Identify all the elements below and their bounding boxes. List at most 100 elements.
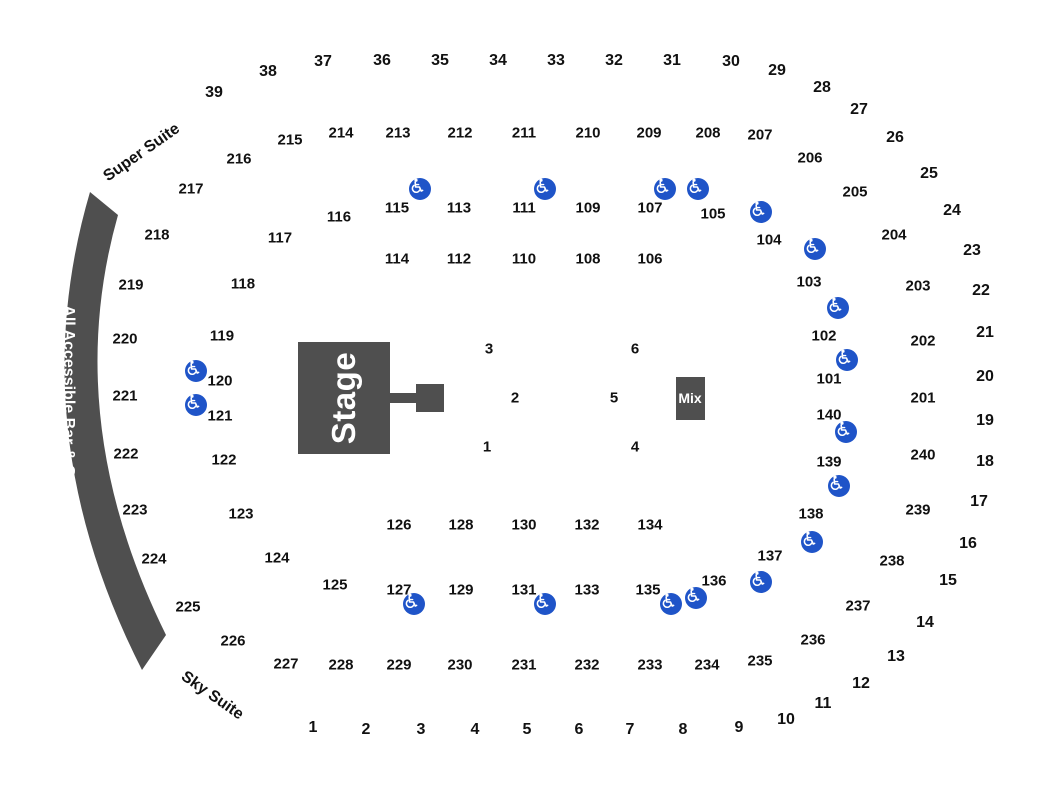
mid-section-217[interactable]: 217 <box>178 180 204 198</box>
upper-section-30[interactable]: 30 <box>722 53 740 70</box>
upper-section-28[interactable]: 28 <box>813 79 831 96</box>
lower-section-112[interactable]: 112 <box>446 250 472 268</box>
mid-section-201[interactable]: 201 <box>910 389 936 407</box>
lower-section-138[interactable]: 138 <box>798 505 824 523</box>
lower-section-120[interactable]: 120 <box>207 372 233 390</box>
lower-section-104[interactable]: 104 <box>756 231 782 249</box>
lower-section-105[interactable]: 105 <box>700 205 726 223</box>
mid-section-223[interactable]: 223 <box>122 501 148 519</box>
mid-section-232[interactable]: 232 <box>574 656 600 674</box>
upper-section-9[interactable]: 9 <box>734 719 744 736</box>
mid-section-211[interactable]: 211 <box>511 124 537 142</box>
lower-section-106[interactable]: 106 <box>637 250 663 268</box>
lower-section-116[interactable]: 116 <box>326 208 352 226</box>
upper-section-32[interactable]: 32 <box>605 52 623 69</box>
lower-section-136[interactable]: 136 <box>701 572 727 590</box>
mid-section-204[interactable]: 204 <box>881 226 907 244</box>
lower-section-128[interactable]: 128 <box>448 516 474 534</box>
mid-section-229[interactable]: 229 <box>386 656 412 674</box>
mid-section-237[interactable]: 237 <box>845 597 871 615</box>
upper-section-14[interactable]: 14 <box>916 614 934 631</box>
upper-section-23[interactable]: 23 <box>963 242 981 259</box>
upper-section-27[interactable]: 27 <box>850 101 868 118</box>
mid-section-227[interactable]: 227 <box>273 655 299 673</box>
upper-section-34[interactable]: 34 <box>489 52 507 69</box>
lower-section-127[interactable]: 127 <box>386 581 412 599</box>
mid-section-220[interactable]: 220 <box>112 330 138 348</box>
lower-section-115[interactable]: 115 <box>384 199 410 217</box>
upper-section-16[interactable]: 16 <box>959 535 977 552</box>
lower-section-101[interactable]: 101 <box>816 370 842 388</box>
upper-section-19[interactable]: 19 <box>976 412 994 429</box>
mid-section-209[interactable]: 209 <box>636 124 662 142</box>
mid-section-215[interactable]: 215 <box>277 131 303 149</box>
mid-section-210[interactable]: 210 <box>575 124 601 142</box>
lower-section-134[interactable]: 134 <box>637 516 663 534</box>
lower-section-122[interactable]: 122 <box>211 451 237 469</box>
lower-section-125[interactable]: 125 <box>322 576 348 594</box>
lower-section-114[interactable]: 114 <box>384 250 410 268</box>
lower-section-140[interactable]: 140 <box>816 406 842 424</box>
upper-section-4[interactable]: 4 <box>470 721 480 738</box>
lower-section-137[interactable]: 137 <box>757 547 783 565</box>
floor-section-5[interactable]: 5 <box>609 389 619 407</box>
lower-section-124[interactable]: 124 <box>264 549 290 567</box>
floor-section-6[interactable]: 6 <box>630 340 640 358</box>
lower-section-118[interactable]: 118 <box>230 275 256 293</box>
lower-section-129[interactable]: 129 <box>448 581 474 599</box>
lower-section-108[interactable]: 108 <box>575 250 601 268</box>
mid-section-236[interactable]: 236 <box>800 631 826 649</box>
mid-section-228[interactable]: 228 <box>328 656 354 674</box>
upper-section-29[interactable]: 29 <box>768 62 786 79</box>
upper-section-10[interactable]: 10 <box>777 711 795 728</box>
mid-section-226[interactable]: 226 <box>220 632 246 650</box>
lower-section-139[interactable]: 139 <box>816 453 842 471</box>
lower-section-123[interactable]: 123 <box>228 505 254 523</box>
upper-section-11[interactable]: 11 <box>814 695 832 712</box>
upper-section-3[interactable]: 3 <box>416 721 426 738</box>
upper-section-22[interactable]: 22 <box>972 282 990 299</box>
lower-section-126[interactable]: 126 <box>386 516 412 534</box>
lower-section-103[interactable]: 103 <box>796 273 822 291</box>
mid-section-240[interactable]: 240 <box>910 446 936 464</box>
upper-section-18[interactable]: 18 <box>976 453 994 470</box>
mid-section-222[interactable]: 222 <box>113 445 139 463</box>
floor-section-3[interactable]: 3 <box>484 340 494 358</box>
upper-section-7[interactable]: 7 <box>625 721 635 738</box>
upper-section-17[interactable]: 17 <box>970 493 988 510</box>
upper-section-35[interactable]: 35 <box>431 52 449 69</box>
upper-section-2[interactable]: 2 <box>361 721 371 738</box>
mid-section-202[interactable]: 202 <box>910 332 936 350</box>
lower-section-110[interactable]: 110 <box>511 250 537 268</box>
upper-section-20[interactable]: 20 <box>976 368 994 385</box>
mid-section-230[interactable]: 230 <box>447 656 473 674</box>
upper-section-38[interactable]: 38 <box>259 63 277 80</box>
mid-section-212[interactable]: 212 <box>447 124 473 142</box>
mid-section-203[interactable]: 203 <box>905 277 931 295</box>
upper-section-15[interactable]: 15 <box>939 572 957 589</box>
upper-section-39[interactable]: 39 <box>205 84 223 101</box>
mid-section-234[interactable]: 234 <box>694 656 720 674</box>
upper-section-24[interactable]: 24 <box>943 202 961 219</box>
lower-section-132[interactable]: 132 <box>574 516 600 534</box>
lower-section-109[interactable]: 109 <box>575 199 601 217</box>
upper-section-36[interactable]: 36 <box>373 52 391 69</box>
lower-section-117[interactable]: 117 <box>267 229 293 247</box>
mid-section-205[interactable]: 205 <box>842 183 868 201</box>
lower-section-133[interactable]: 133 <box>574 581 600 599</box>
mid-section-207[interactable]: 207 <box>747 126 773 144</box>
mid-section-219[interactable]: 219 <box>118 276 144 294</box>
mid-section-235[interactable]: 235 <box>747 652 773 670</box>
upper-section-37[interactable]: 37 <box>314 53 332 70</box>
lower-section-131[interactable]: 131 <box>511 581 537 599</box>
mid-section-206[interactable]: 206 <box>797 149 823 167</box>
upper-section-5[interactable]: 5 <box>522 721 532 738</box>
mid-section-239[interactable]: 239 <box>905 501 931 519</box>
mid-section-231[interactable]: 231 <box>511 656 537 674</box>
mid-section-214[interactable]: 214 <box>328 124 354 142</box>
lower-section-102[interactable]: 102 <box>811 327 837 345</box>
upper-section-6[interactable]: 6 <box>574 721 584 738</box>
lower-section-130[interactable]: 130 <box>511 516 537 534</box>
lower-section-113[interactable]: 113 <box>446 199 472 217</box>
mid-section-224[interactable]: 224 <box>141 550 167 568</box>
